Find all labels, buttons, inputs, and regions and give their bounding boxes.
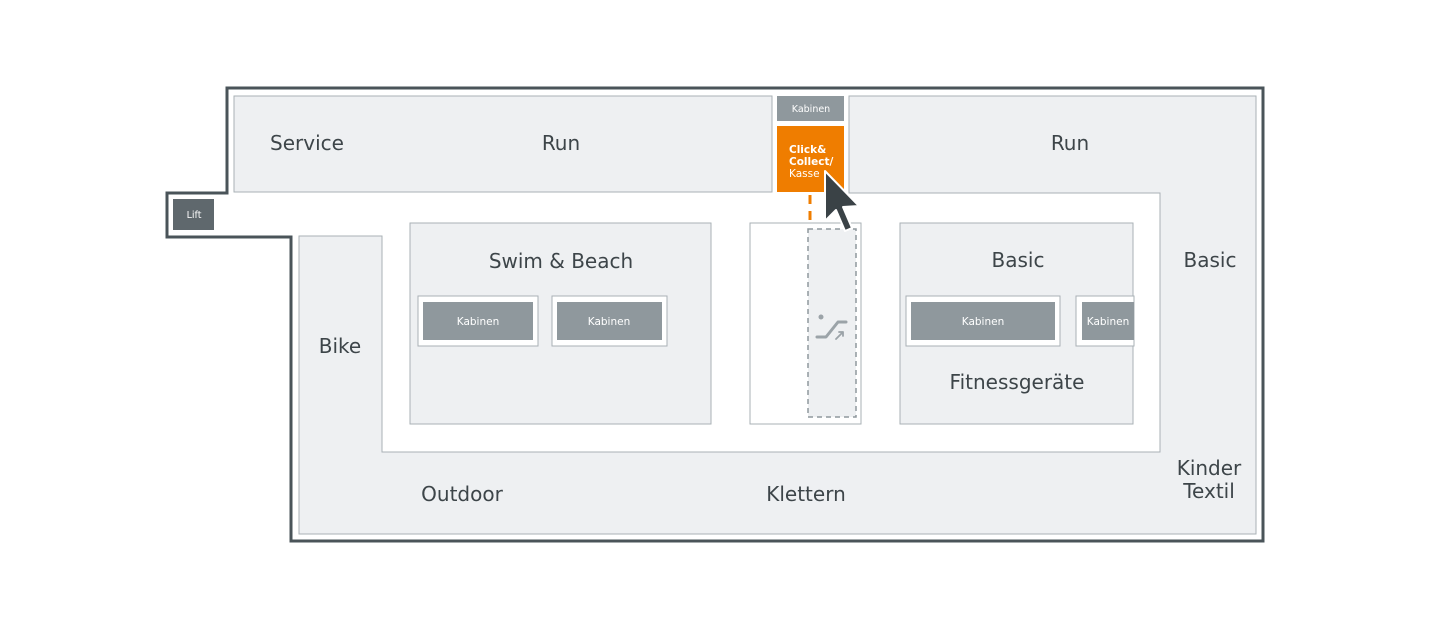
label-kabinen-swim-2: Kabinen <box>588 316 631 328</box>
escalator-path <box>807 228 857 418</box>
label-kinder: Kinder <box>1177 456 1242 480</box>
label-kabinen-swim-1: Kabinen <box>457 316 500 328</box>
label-kabinen-top: Kabinen <box>792 104 830 115</box>
cabin-basic-2[interactable] <box>1082 302 1134 340</box>
escalator-icon <box>815 314 848 340</box>
label-bike: Bike <box>319 334 361 358</box>
label-lift: Lift <box>187 210 202 221</box>
cabin-swim-2[interactable] <box>557 302 662 340</box>
label-click-collect-1: Click& <box>789 144 826 156</box>
label-basic-right: Basic <box>1184 248 1237 272</box>
label-click-collect-3: Kasse <box>789 168 820 180</box>
label-fitnessgeraete: Fitnessgeräte <box>950 370 1085 394</box>
label-kabinen-basic-1: Kabinen <box>962 316 1005 328</box>
label-textil: Textil <box>1182 479 1235 503</box>
building-outline <box>165 86 1265 543</box>
zone-service-run[interactable] <box>233 95 773 193</box>
label-basic-center: Basic <box>992 248 1045 272</box>
cabin-basic-1[interactable] <box>911 302 1055 340</box>
label-swim-beach: Swim & Beach <box>489 249 633 273</box>
label-service: Service <box>270 131 344 155</box>
pointer-arrow-icon <box>824 170 860 232</box>
label-click-collect-2: Collect/ <box>789 156 833 168</box>
lift-zone[interactable] <box>173 199 214 230</box>
label-run-left: Run <box>542 131 580 155</box>
zone-run-basic-right[interactable] <box>298 95 1257 535</box>
label-run-right: Run <box>1051 131 1089 155</box>
label-klettern: Klettern <box>766 482 846 506</box>
cabin-swim-1[interactable] <box>423 302 533 340</box>
label-outdoor: Outdoor <box>421 482 503 506</box>
label-kabinen-basic-2: Kabinen <box>1087 316 1130 328</box>
cabin-top[interactable] <box>777 96 844 121</box>
